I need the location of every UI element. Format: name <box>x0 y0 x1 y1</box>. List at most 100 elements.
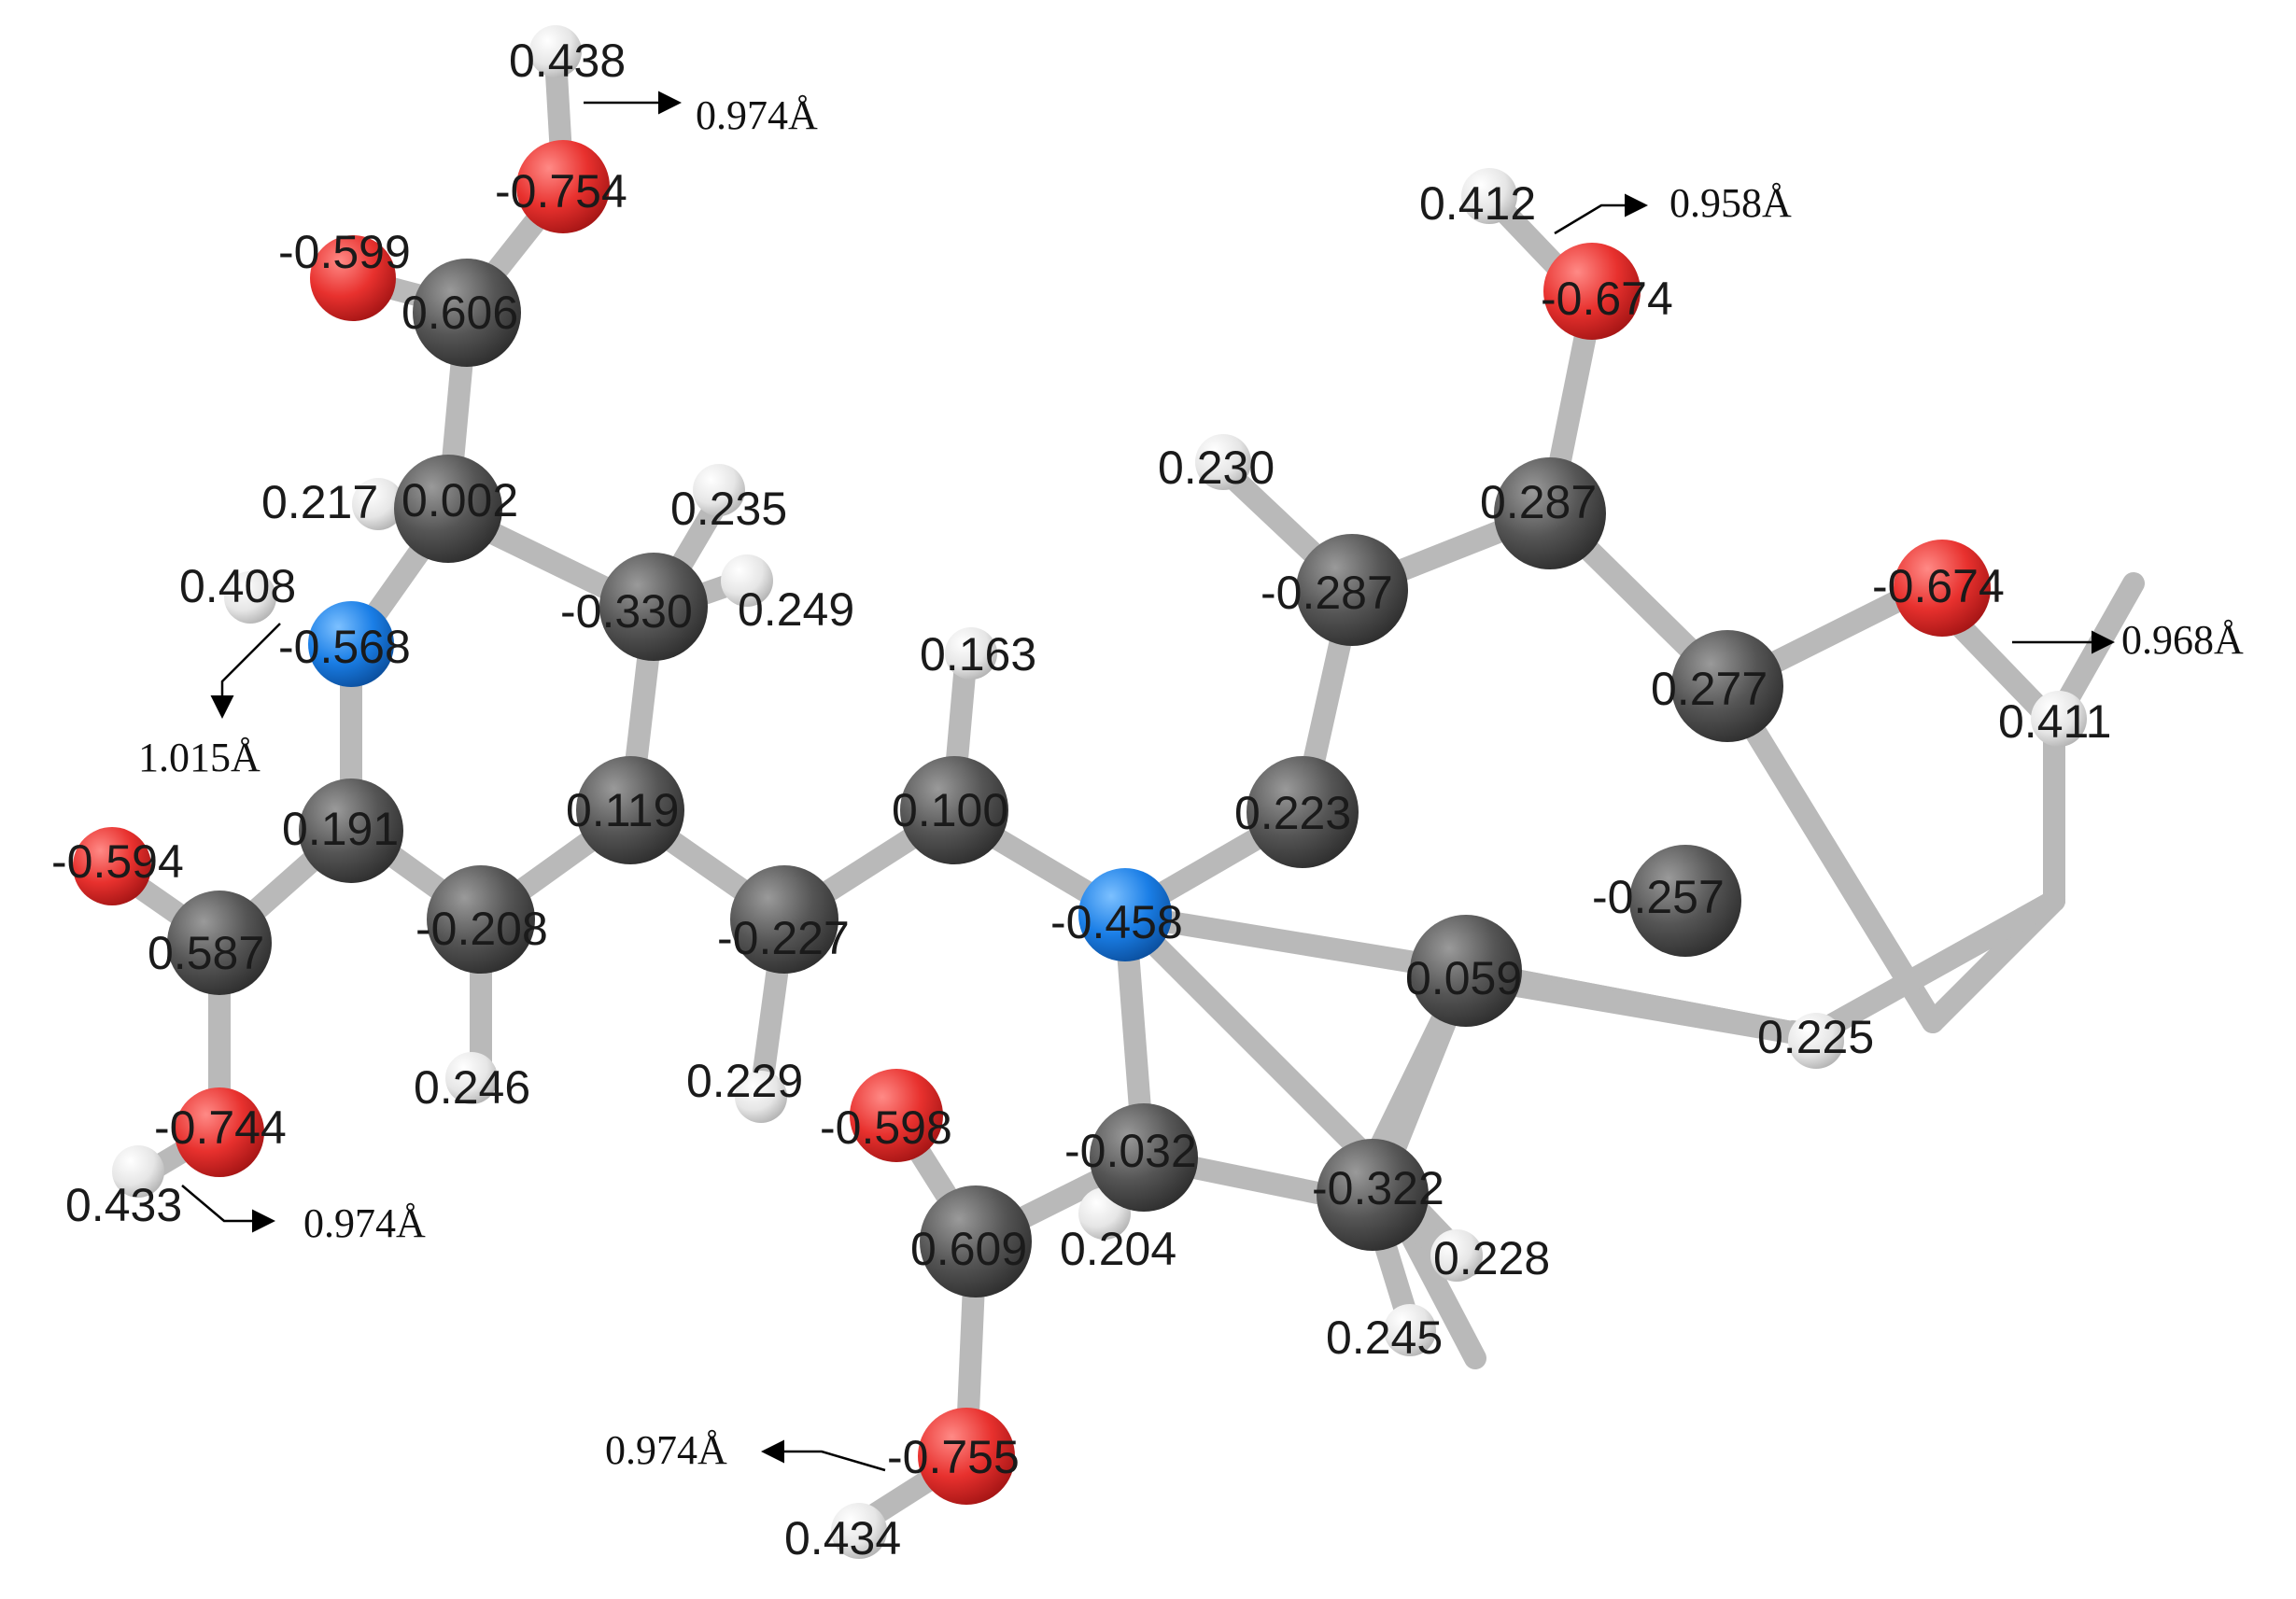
carbon-atom <box>1410 915 1522 1027</box>
distance-label: 0.958Å <box>1669 180 1792 226</box>
arrow-bottom <box>761 1439 886 1472</box>
carbon-atom <box>427 865 535 974</box>
carbon-atom <box>167 891 272 995</box>
charge-label: -0.598 <box>820 1101 952 1154</box>
charge-label: -0.458 <box>1050 896 1183 948</box>
charge-label: -0.257 <box>1592 871 1725 923</box>
arrow-bottom-left <box>181 1185 275 1233</box>
charge-label: 0.587 <box>148 927 264 979</box>
carbon-atom <box>1671 630 1783 742</box>
carbon-atom <box>599 553 708 661</box>
charge-label: -0.674 <box>1872 560 2005 612</box>
charge-labels: 0.438 -0.754 -0.599 0.606 0.217 0.002 0.… <box>51 35 2111 1564</box>
hydrogen-atom <box>735 1071 787 1123</box>
oxygen-atom <box>310 235 396 321</box>
charge-label: -0.287 <box>1261 567 1393 619</box>
bond <box>1114 904 1384 1173</box>
carbon-atom <box>1494 457 1606 569</box>
charge-label: -0.755 <box>887 1431 1020 1483</box>
charge-label: 0.119 <box>566 784 679 836</box>
charge-label: -0.322 <box>1312 1162 1444 1214</box>
hydrogen-atom <box>352 478 404 530</box>
charge-label: 0.606 <box>401 287 518 339</box>
charge-label: 0.191 <box>282 803 399 855</box>
carbon-atom <box>920 1185 1032 1297</box>
charge-label: -0.568 <box>278 621 411 673</box>
hydrogen-atom <box>1195 434 1251 490</box>
charge-label: -0.227 <box>717 912 850 964</box>
carbon-atom <box>730 865 838 974</box>
carbon-atom <box>1247 756 1359 868</box>
charge-label: 0.204 <box>1060 1223 1176 1275</box>
hydrogen-atom <box>445 1052 498 1104</box>
charge-label: 0.245 <box>1326 1311 1443 1364</box>
hydrogen-atom <box>2031 691 2087 747</box>
charge-label: 0.277 <box>1651 663 1768 715</box>
oxygen-atom <box>175 1087 264 1177</box>
carbon-atom <box>1090 1103 1198 1212</box>
charge-label: 0.411 <box>1998 695 2111 748</box>
charge-label: 0.434 <box>784 1512 901 1564</box>
charge-label: 0.287 <box>1480 476 1597 528</box>
oxygen-atom <box>850 1069 943 1162</box>
charge-label: 0.100 <box>892 784 1008 836</box>
oxygen-atom <box>1894 540 1991 637</box>
charge-label: 0.223 <box>1234 787 1351 839</box>
hydrogen-atom <box>224 571 276 624</box>
distance-label: 0.974Å <box>696 92 818 138</box>
carbon-atom <box>1296 534 1408 646</box>
distance-label: 0.974Å <box>303 1200 426 1246</box>
arrow-nh <box>210 623 281 719</box>
distance-label: 0.968Å <box>2121 617 2244 663</box>
charge-label: 0.163 <box>920 628 1036 680</box>
charge-label: 0.609 <box>910 1223 1027 1275</box>
charge-label: 0.249 <box>738 583 854 636</box>
arrow-top-right <box>1554 193 1648 235</box>
bond <box>1114 904 1477 982</box>
charge-label: 0.412 <box>1419 177 1536 230</box>
hydrogen-atom <box>1430 1229 1483 1282</box>
oxygen-atom <box>516 140 610 233</box>
charge-label: 0.229 <box>686 1055 803 1107</box>
hydrogen-atom <box>1461 168 1517 224</box>
bonds <box>101 47 2145 1533</box>
charge-label: -0.599 <box>278 226 411 278</box>
charge-label: -0.032 <box>1064 1125 1197 1177</box>
charge-label: 0.002 <box>401 474 518 526</box>
distance-arrows <box>181 91 2115 1472</box>
carbon-atom <box>1317 1139 1429 1251</box>
distance-label: 0.974Å <box>605 1427 727 1473</box>
oxygen-atom <box>73 827 151 905</box>
charge-label: -0.754 <box>495 165 627 217</box>
hydrogen-atom <box>831 1503 887 1559</box>
charge-label: -0.594 <box>51 835 184 888</box>
charge-label: 0.408 <box>179 560 296 612</box>
charge-label: 0.438 <box>509 35 626 87</box>
distance-label: 1.015Å <box>138 735 261 780</box>
charge-label: 0.235 <box>670 483 787 535</box>
charge-label: -0.330 <box>560 585 693 638</box>
charge-label: 0.246 <box>414 1061 530 1114</box>
carbon-atom <box>1629 845 1741 957</box>
charge-label: -0.208 <box>416 903 548 955</box>
hydrogen-atom <box>945 627 997 680</box>
atoms <box>73 25 2087 1559</box>
charge-label: 0.230 <box>1158 442 1275 494</box>
carbon-atom <box>576 756 684 864</box>
charge-label: 0.225 <box>1757 1011 1874 1063</box>
oxygen-atom <box>918 1408 1015 1505</box>
carbon-atom <box>299 778 403 883</box>
carbon-atom <box>413 259 521 367</box>
charge-label: -0.744 <box>154 1101 287 1154</box>
charge-label: 0.217 <box>261 476 378 528</box>
charge-label: 0.433 <box>65 1179 182 1231</box>
carbon-atom <box>900 756 1008 864</box>
bond <box>1800 890 2065 1047</box>
distance-labels: 0.974Å 0.958Å 0.968Å 1.015Å 0.974Å 0.974… <box>138 92 2244 1473</box>
carbon-atom <box>394 455 502 563</box>
hydrogen-atom <box>721 554 773 607</box>
hydrogen-atom <box>529 25 582 77</box>
hydrogen-atom <box>112 1145 164 1198</box>
